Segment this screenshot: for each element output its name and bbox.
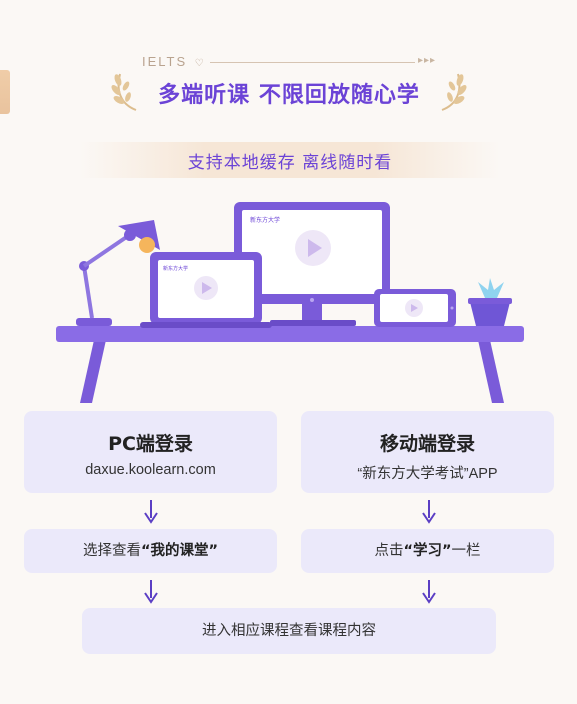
lamp-icon — [76, 220, 160, 326]
mobile-login-card: 移动端登录 “新东方大学考试”APP — [301, 411, 554, 493]
subtitle-ribbon — [80, 142, 500, 178]
headline: 多端听课 不限回放随心学 — [158, 83, 420, 108]
arrow-down-icon — [144, 500, 158, 524]
divider-line — [210, 62, 415, 63]
pc-step-text: 选择查看“我的课堂” — [24, 529, 277, 573]
pc-step-prefix: 选择查看 — [82, 543, 141, 559]
pc-step-card: 选择查看“我的课堂” — [24, 529, 277, 573]
phone-icon — [374, 289, 456, 327]
pc-login-url[interactable]: daxue.koolearn.com — [85, 462, 216, 478]
pc-login-card: PC端登录 daxue.koolearn.com — [24, 411, 277, 493]
final-step-text: 进入相应课程查看课程内容 — [202, 623, 376, 639]
desk-illustration: 新东方大学 新东方大学 — [56, 202, 524, 403]
side-accent — [0, 70, 10, 114]
mobile-step-highlight: “学习” — [403, 543, 452, 559]
mobile-login-title: 移动端登录 — [379, 433, 475, 455]
triangles-icon: ▸▸▸ — [418, 55, 437, 66]
plant-icon — [468, 278, 512, 326]
laurel-right-icon — [441, 73, 467, 111]
laptop-brand: 新东方大学 — [163, 265, 188, 272]
laptop-icon — [140, 252, 272, 328]
pc-login-title: PC端登录 — [108, 433, 193, 455]
table-leg-right — [478, 340, 504, 403]
mobile-step-suffix: 一栏 — [451, 543, 481, 559]
heart-icon: ♡ — [194, 58, 206, 69]
ielts-tag: IELTS ♡ — [142, 54, 206, 69]
table-leg-left — [80, 340, 106, 403]
monitor-brand: 新东方大学 — [250, 216, 280, 224]
subtitle: 支持本地缓存 离线随时看 — [187, 153, 393, 173]
arrow-down-icon — [422, 580, 436, 604]
mobile-step-text: 点击“学习”一栏 — [301, 529, 554, 573]
mobile-step-card: 点击“学习”一栏 — [301, 529, 554, 573]
mobile-step-prefix: 点击 — [374, 543, 404, 559]
ielts-tag-text: IELTS — [142, 54, 188, 69]
monitor-icon — [234, 202, 390, 326]
final-step-card: 进入相应课程查看课程内容 — [82, 608, 496, 654]
arrow-down-icon — [144, 580, 158, 604]
pc-step-highlight: “我的课堂” — [140, 543, 219, 559]
arrow-down-icon — [422, 500, 436, 524]
table-top — [56, 326, 524, 342]
mobile-login-app: “新东方大学考试”APP — [357, 466, 498, 482]
laurel-left-icon — [111, 73, 137, 111]
